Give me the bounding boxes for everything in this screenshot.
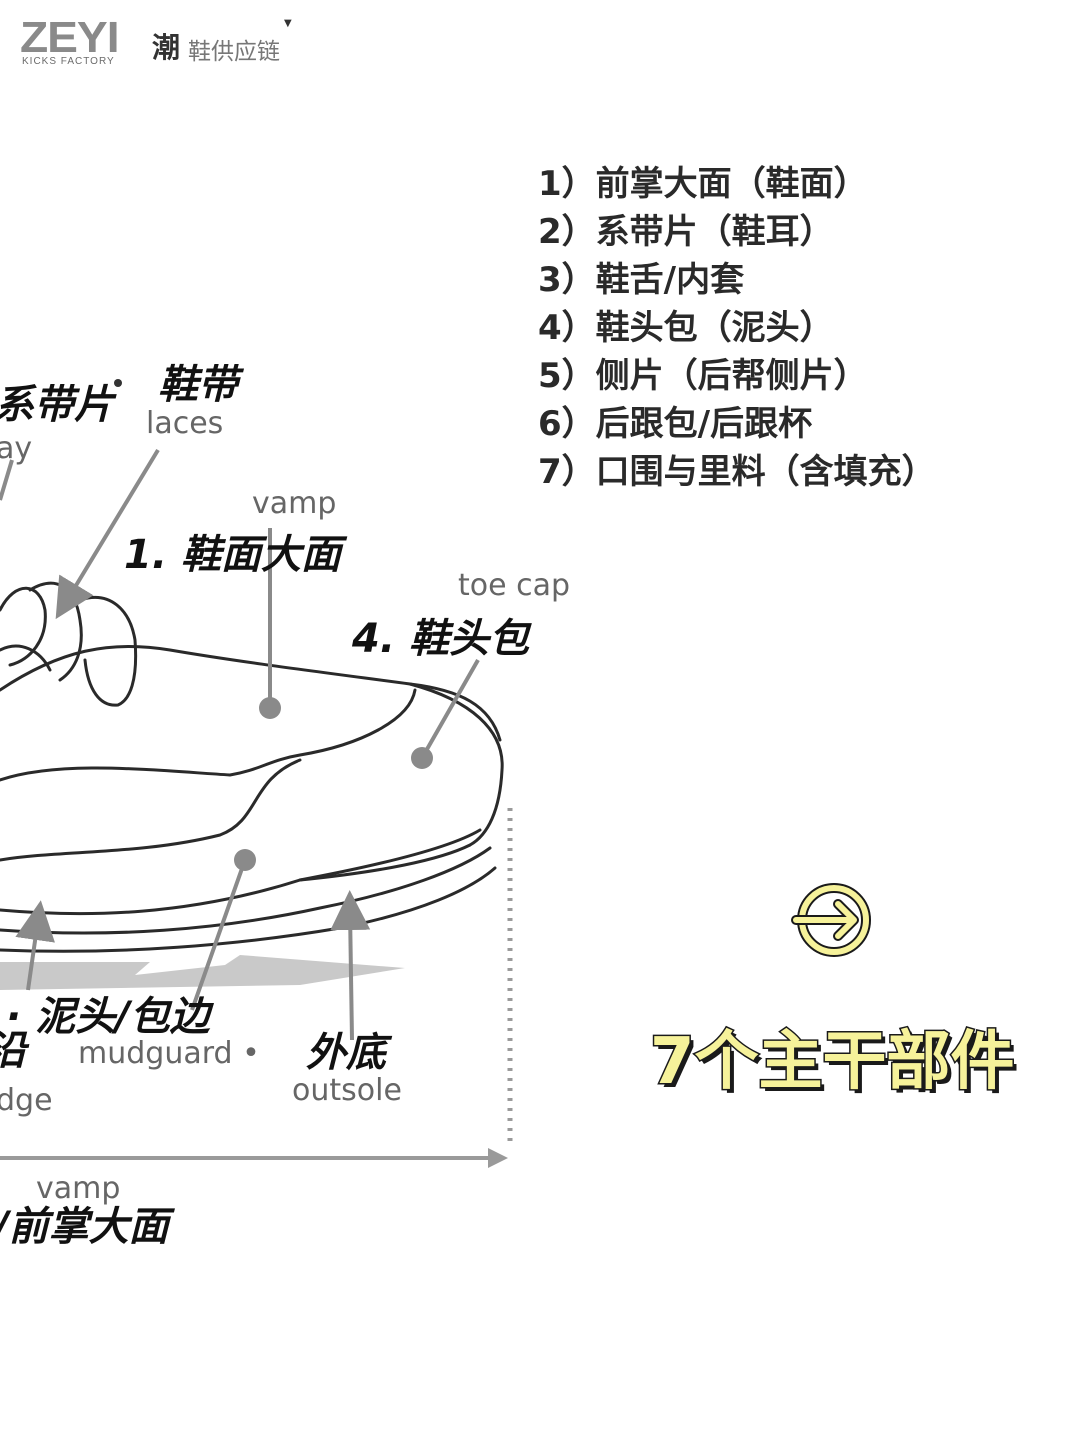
label-vamp-en: vamp <box>252 486 336 521</box>
label-outsole-en: outsole <box>292 1073 402 1108</box>
label-vamp2-en: vamp <box>36 1171 120 1206</box>
logo-supply-chain: 鞋供应链 <box>188 39 280 65</box>
brand-logo: ZEYI KICKS FACTORY 潮 鞋供应链 ▼ <box>20 13 330 68</box>
summary-title: 7个主干部件 <box>649 1024 1017 1101</box>
parts-list-item: 5）侧片（后帮侧片） <box>538 356 868 396</box>
leader-dots <box>234 697 433 871</box>
label-toecap-en: toe cap <box>458 568 570 603</box>
eyestay-dot <box>114 379 122 387</box>
label-laces-cn: 鞋带 <box>158 362 245 408</box>
label-foxing-cn: 沿 <box>0 1028 30 1074</box>
label-outsole-cn: 外底 <box>306 1030 393 1076</box>
label-laces-en: laces <box>146 406 223 441</box>
label-eyestay-cn: 系带片 <box>0 382 117 428</box>
logo-marker-icon: ▼ <box>284 18 292 29</box>
label-vamp2-cn: /前掌大面 <box>0 1204 176 1250</box>
arrow-right-circle-icon <box>791 883 871 957</box>
parts-list: 1）前掌大面（鞋面） 2）系带片（鞋耳） 3）鞋舌/内套 4）鞋头包（泥头） 5… <box>538 160 1068 496</box>
parts-list-item: 1）前掌大面（鞋面） <box>538 164 868 204</box>
label-foxing-en: dge <box>0 1083 53 1118</box>
label-mudguard-en: mudguard • <box>78 1036 260 1071</box>
logo-chao-character: 潮 <box>152 31 181 64</box>
parts-list-item: 6）后跟包/后跟杯 <box>538 404 813 444</box>
logo-brand-text: ZEYI <box>20 13 120 62</box>
label-eyestay-en: ay <box>0 431 32 466</box>
parts-list-item: 7）口围与里料（含填充） <box>538 452 936 492</box>
dimension-line <box>0 808 513 1168</box>
leader-lines <box>0 448 480 1041</box>
shoe-outline <box>0 581 504 953</box>
logo-subtitle: KICKS FACTORY <box>22 56 115 67</box>
parts-list-item: 2）系带片（鞋耳） <box>538 212 834 252</box>
label-vamp-cn: 1. 鞋面大面 <box>124 532 348 578</box>
parts-list-item: 4）鞋头包（泥头） <box>538 308 834 348</box>
label-mudguard-cn: · 泥头/包边 <box>6 994 215 1040</box>
label-toecap-cn: 4. 鞋头包 <box>351 616 532 662</box>
ground-shadow <box>0 955 405 990</box>
parts-list-item: 3）鞋舌/内套 <box>538 260 745 300</box>
